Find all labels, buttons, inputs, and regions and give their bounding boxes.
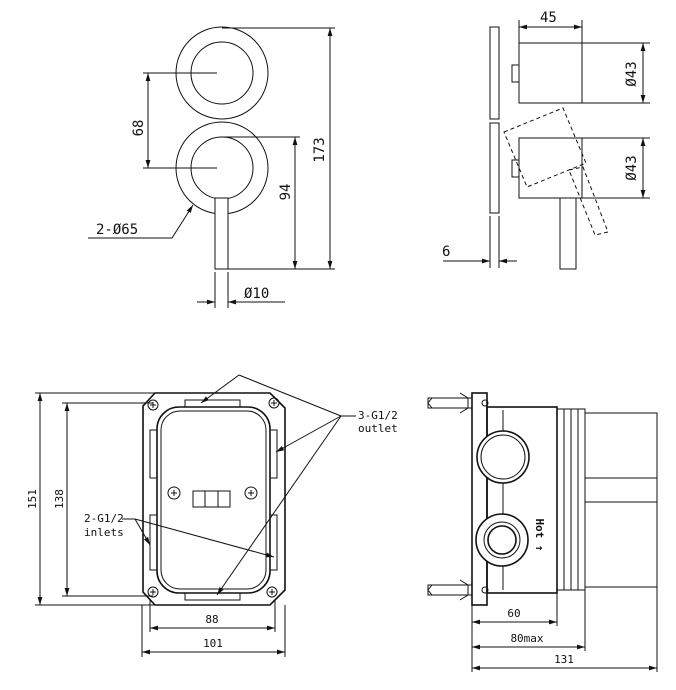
- inlet-leaders: [122, 518, 275, 558]
- outlet-label-2: outlet: [358, 422, 398, 435]
- hot-label: Hot ↑: [533, 518, 546, 551]
- ring-leader: [88, 204, 194, 239]
- valve-cartridge: [192, 490, 231, 508]
- rotated-knob-dashed: [503, 107, 587, 188]
- dim-80max-label: 80max: [510, 632, 543, 645]
- dim-101-label: 101: [203, 637, 223, 650]
- dim-6-label: 6: [442, 244, 450, 260]
- dim-94-label: 94: [278, 184, 294, 201]
- cartridge-housing: [584, 412, 658, 588]
- lever-side: [559, 197, 577, 270]
- dim-45-label: 45: [540, 10, 557, 26]
- dim-43-bottom-label: Ø43: [624, 155, 640, 180]
- rotated-lever-dashed: [568, 166, 609, 236]
- handle-lever: [214, 197, 229, 270]
- dim-68-label: 68: [131, 120, 147, 137]
- dim-131-label: 131: [554, 653, 574, 666]
- mounting-frame: [142, 392, 286, 606]
- dim-173-label: 173: [312, 137, 328, 162]
- wall-anchor-icons: [427, 392, 489, 601]
- box-flange: [471, 392, 488, 606]
- dim-10-label: Ø10: [244, 286, 269, 302]
- dim-ring-label: 2-Ø65: [96, 222, 138, 238]
- outlet-port: [476, 430, 530, 484]
- box-opening: [156, 406, 271, 594]
- dim-60-label: 60: [507, 607, 520, 620]
- dim-88-label: 88: [205, 613, 218, 626]
- outlet-leaders: [200, 374, 356, 596]
- lower-knob-side: [518, 137, 583, 199]
- wall-plate-lower: [489, 122, 500, 214]
- screw-icons: [147, 397, 280, 598]
- inlet-label-2: inlets: [84, 526, 124, 539]
- inlet-label: 2-G1/2: [84, 512, 124, 525]
- upper-knob-side: [518, 42, 583, 104]
- outlet-label: 3-G1/2: [358, 409, 398, 422]
- dim-151-label: 151: [26, 489, 39, 509]
- front-view: 68 94 173 2-Ø65 Ø10: [88, 26, 335, 308]
- wall-plate-upper: [489, 26, 500, 120]
- dim-43-top-label: Ø43: [624, 61, 640, 86]
- side-view: 45 Ø43 Ø43 6: [442, 10, 650, 270]
- box-side-view: Hot ↑ 60 80max 131: [427, 392, 658, 672]
- box-front-view: 151 138 88 101 3-G1/2 outlet 2-G1/2 inle…: [26, 374, 398, 657]
- dim-138-label: 138: [53, 489, 66, 509]
